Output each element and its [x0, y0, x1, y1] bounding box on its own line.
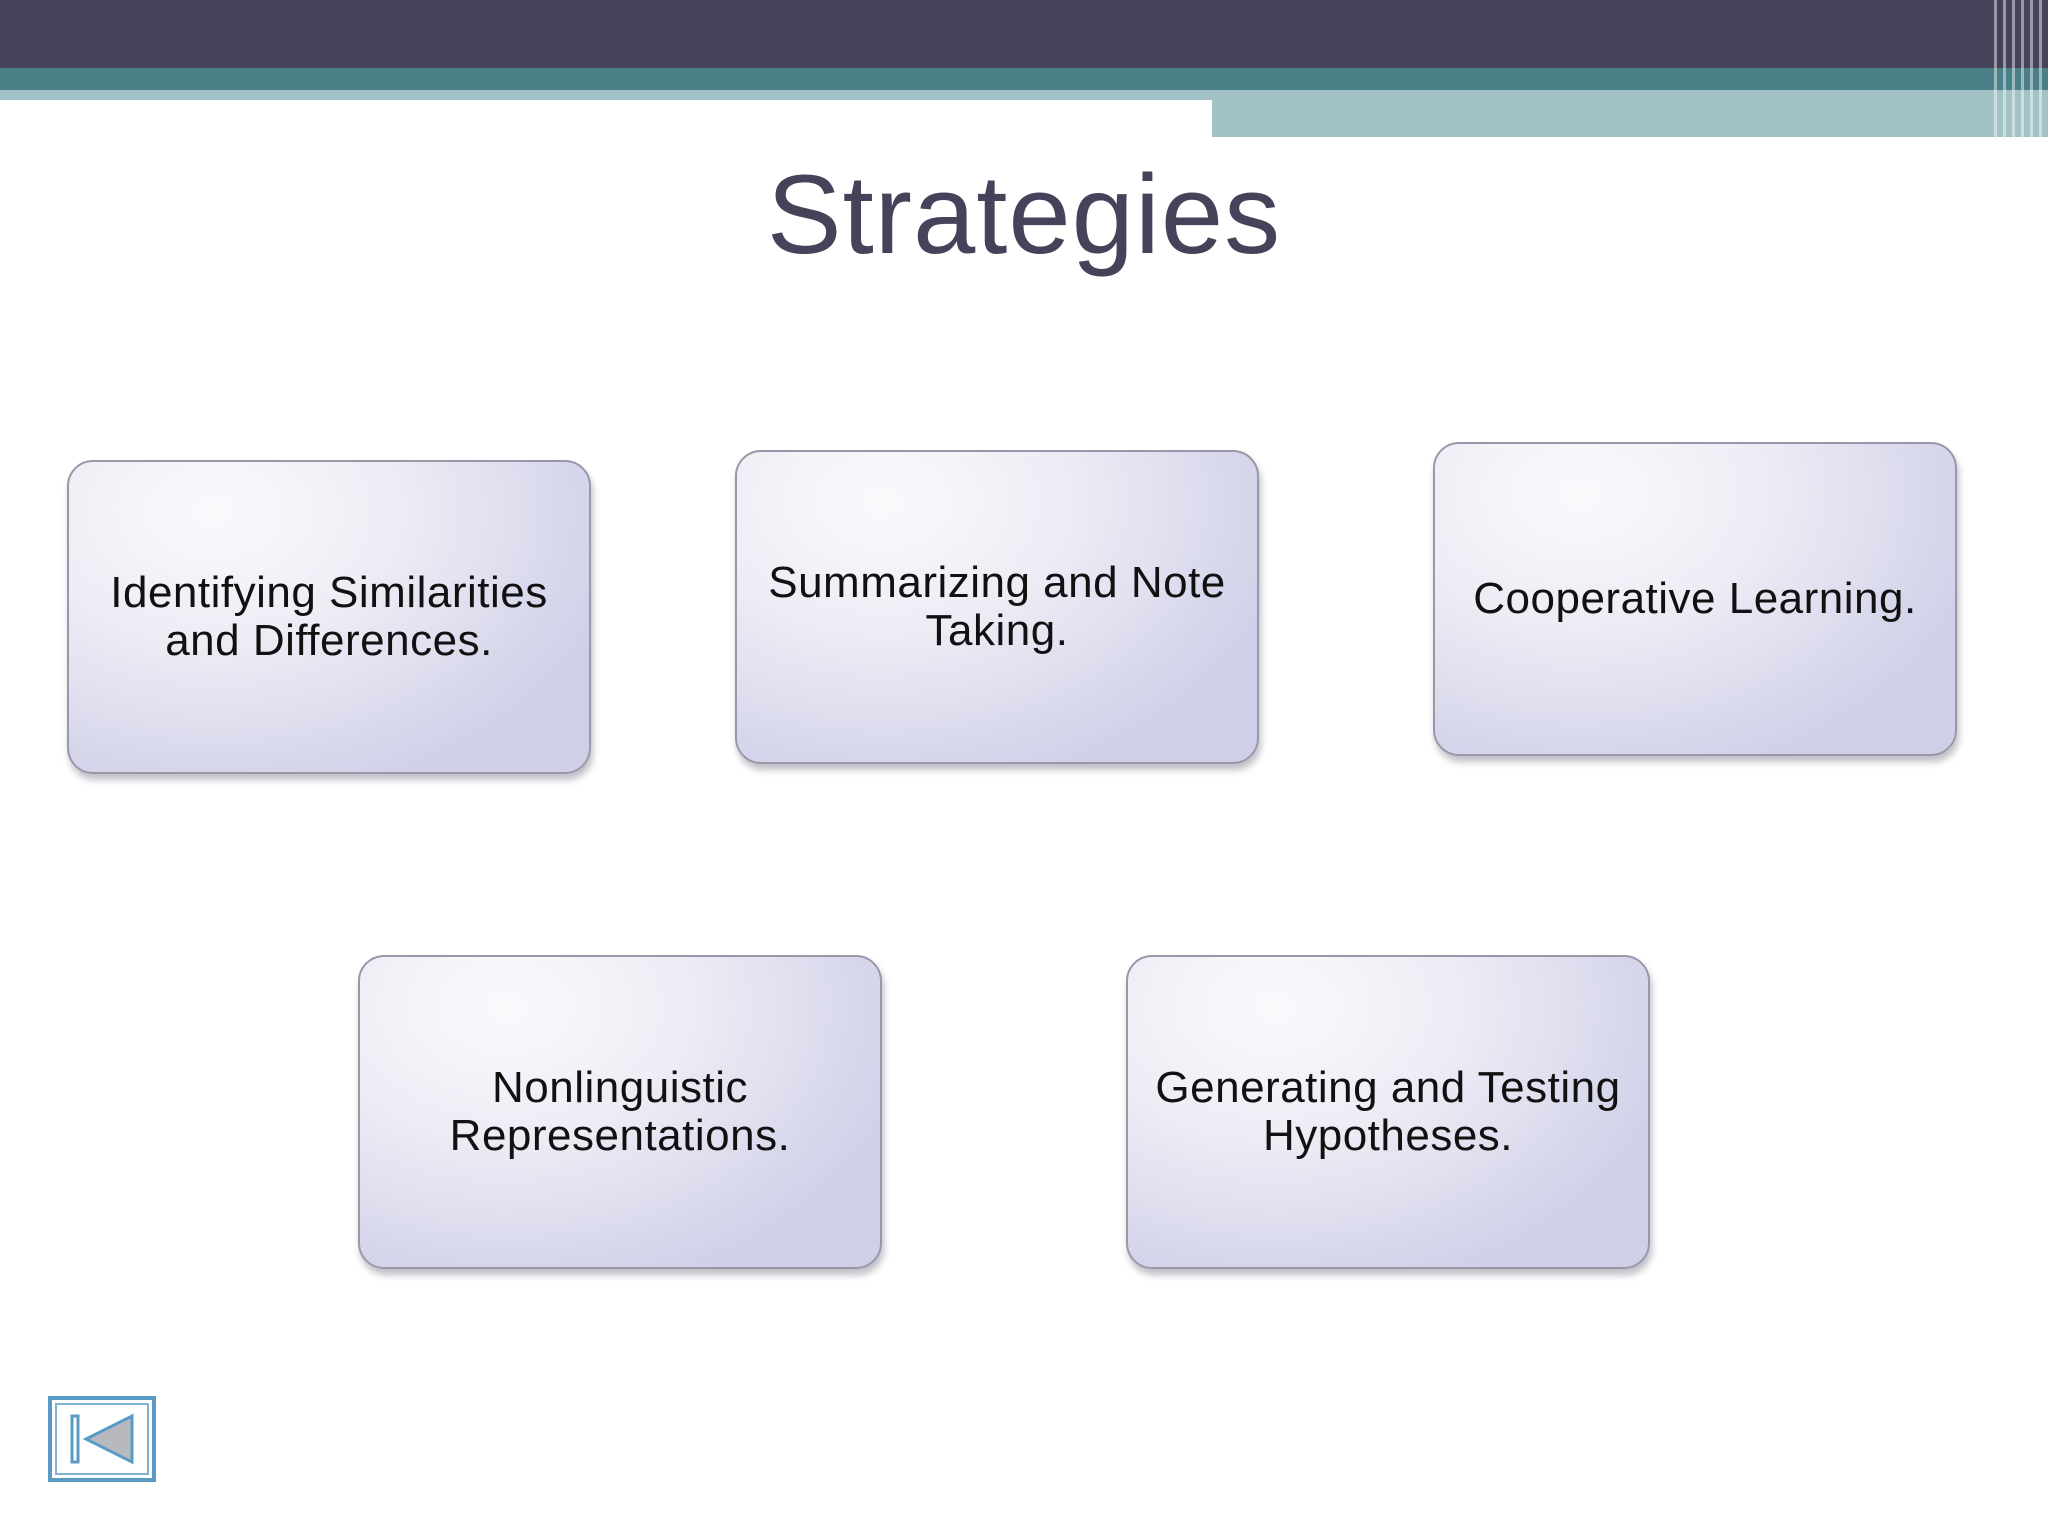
strategy-box-cooperative: Cooperative Learning. — [1433, 442, 1957, 756]
strategy-label: Nonlinguistic Representations. — [449, 1063, 791, 1160]
header-bar-teal — [0, 68, 2048, 90]
strategy-box-nonlinguistic: Nonlinguistic Representations. — [358, 955, 882, 1269]
header-bar-light-left — [0, 90, 1212, 100]
strategy-label: Cooperative Learning. — [1473, 574, 1917, 623]
strategy-label: Summarizing and Note Taking. — [768, 558, 1226, 655]
slide-title: Strategies — [766, 152, 1282, 277]
first-slide-button[interactable] — [48, 1396, 156, 1482]
header-bar-light-right — [1212, 90, 2048, 137]
strategy-box-similarities: Identifying Similarities and Differences… — [67, 460, 591, 774]
header-bar-dark — [0, 0, 2048, 68]
skip-to-first-icon — [48, 1396, 156, 1482]
header-stripes-decoration — [1988, 0, 2048, 137]
strategy-box-summarizing: Summarizing and Note Taking. — [735, 450, 1259, 764]
strategy-label: Generating and Testing Hypotheses. — [1155, 1063, 1621, 1160]
strategy-label: Identifying Similarities and Differences… — [110, 568, 548, 665]
strategy-box-hypotheses: Generating and Testing Hypotheses. — [1126, 955, 1650, 1269]
